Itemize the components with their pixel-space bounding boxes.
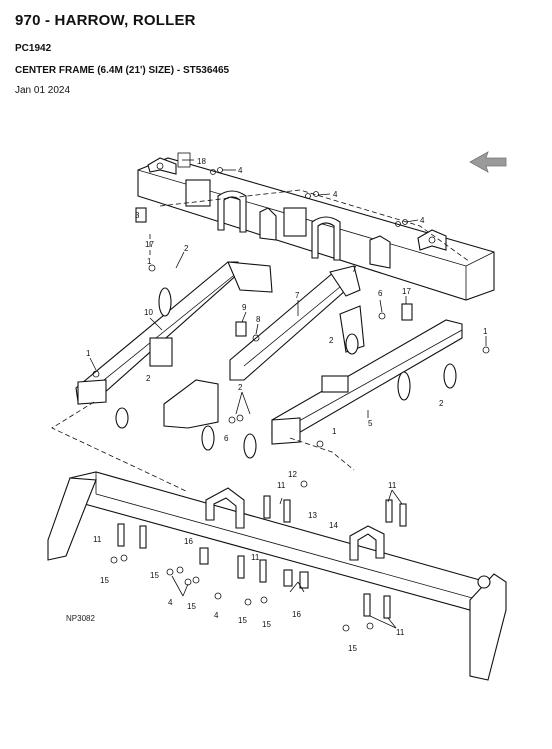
callout: 2 (329, 336, 334, 345)
callout: 7 (295, 291, 300, 300)
callout-leaders (89, 159, 487, 629)
callout: 6 (378, 289, 383, 298)
part-catalog-code: PC1942 (15, 43, 52, 54)
section-subtitle: CENTER FRAME (6.4M (21') SIZE) - ST53646… (15, 65, 230, 76)
callout: 3 (135, 211, 140, 220)
callout: 15 (348, 644, 357, 653)
callout: 17 (402, 287, 411, 296)
callout: 14 (329, 521, 338, 530)
callout: 9 (242, 303, 247, 312)
callout: 8 (256, 315, 261, 324)
callout: 4 (168, 598, 173, 607)
callout: 11 (93, 535, 102, 544)
figure-id: NP3082 (66, 614, 95, 623)
callout: 11 (251, 553, 260, 562)
callout: 2 (238, 383, 243, 392)
callout: 4 (238, 166, 243, 175)
callout: 7 (352, 265, 357, 274)
callout: 1 (332, 427, 337, 436)
callout: 1 (147, 257, 152, 266)
callout: 15 (238, 616, 247, 625)
callout: 2 (439, 399, 444, 408)
callout: 4 (333, 190, 338, 199)
callout: 5 (368, 419, 373, 428)
page-title: 970 - HARROW, ROLLER (15, 12, 196, 29)
callout: 15 (100, 576, 109, 585)
callout: 6 (224, 434, 229, 443)
page-header: 970 - HARROW, ROLLER PC1942 CENTER FRAME… (15, 12, 229, 96)
callout: 11 (396, 628, 405, 637)
callout: 15 (187, 602, 196, 611)
callout: 18 (197, 157, 206, 166)
callout: 1 (483, 327, 488, 336)
callout-labels: 18 4 4 4 3 17 2 1 7 7 10 9 8 6 17 2 1 1 … (86, 157, 488, 653)
callout: 2 (184, 244, 189, 253)
lower-mount-bracket (163, 303, 413, 459)
callout: 12 (288, 470, 297, 479)
callout: 10 (144, 308, 153, 317)
callout: 15 (262, 620, 271, 629)
bottom-frame-tube (47, 471, 507, 681)
publication-date: Jan 01 2024 (15, 85, 71, 96)
callout: 16 (292, 610, 301, 619)
right-frame-beam (271, 319, 463, 445)
callout: 15 (150, 571, 159, 580)
callout: 11 (277, 481, 286, 490)
callout: 16 (184, 537, 193, 546)
callout: 1 (86, 349, 91, 358)
center-frame-beam (229, 265, 365, 381)
callout: 2 (146, 374, 151, 383)
bolt-hardware (92, 264, 490, 632)
callout: 17 (145, 240, 154, 249)
strap-plates (117, 495, 407, 619)
callout: 4 (214, 611, 219, 620)
callout: 13 (308, 511, 317, 520)
callout: 11 (388, 481, 397, 490)
top-frame-tube (135, 152, 495, 301)
callout: 4 (420, 216, 425, 225)
left-frame-beam (75, 261, 273, 429)
direction-arrow-icon (469, 151, 507, 173)
